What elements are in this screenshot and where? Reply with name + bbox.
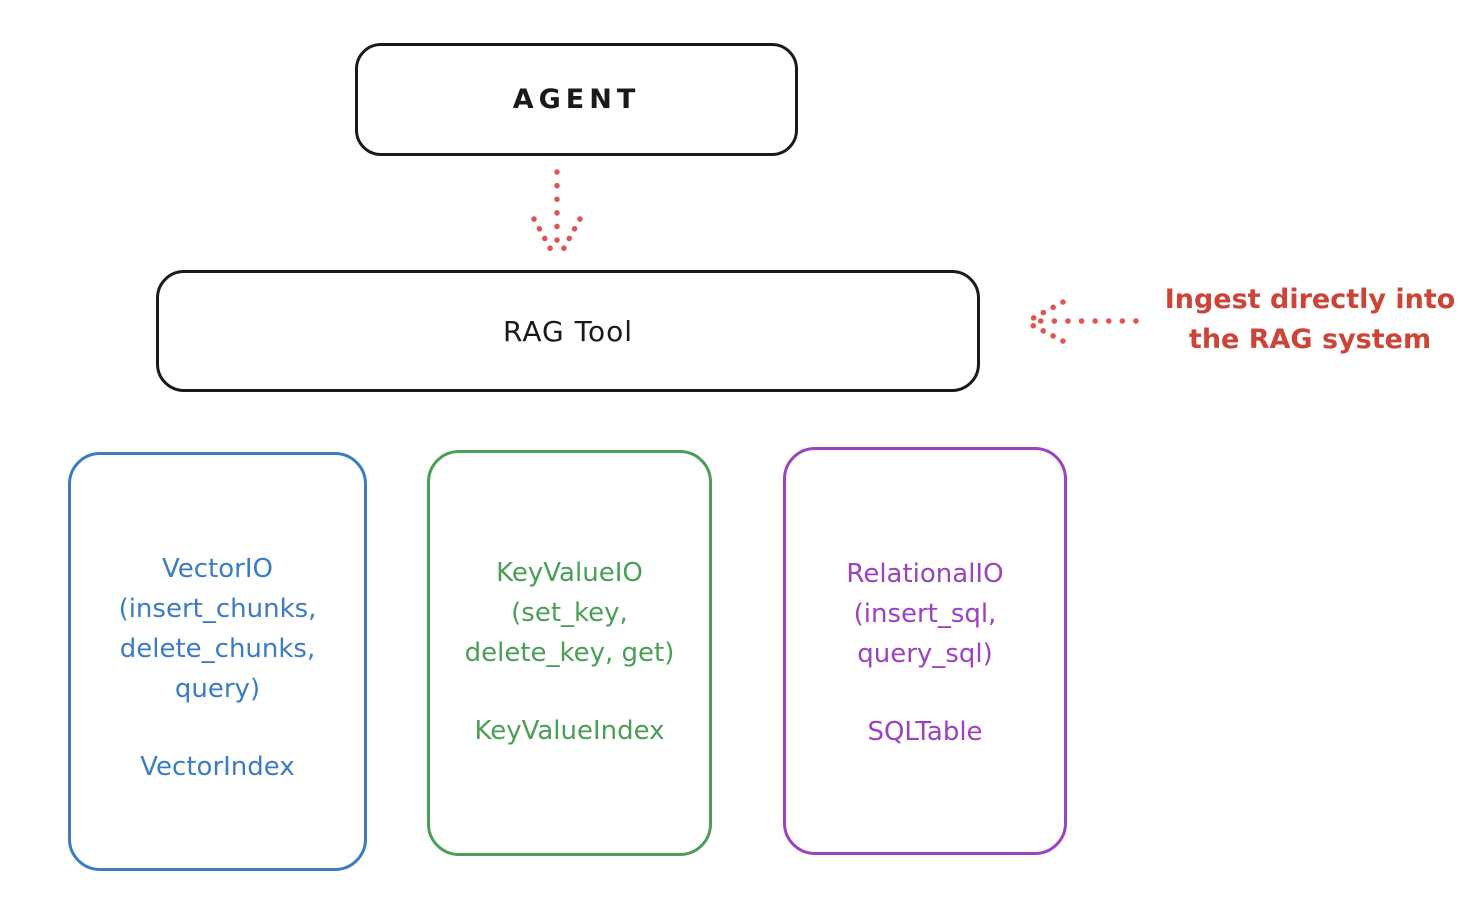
vector-io-method-line: query)	[174, 674, 261, 704]
vector-io-node: VectorIO (insert_chunks, delete_chunks, …	[68, 452, 367, 871]
key-value-io-method-line: (set_key,	[511, 598, 628, 628]
ingest-annotation-text: Ingest directly into the RAG system	[1138, 280, 1482, 360]
key-value-io-method-line: delete_key, get)	[464, 638, 675, 668]
rag-tool-node-label: RAG Tool	[503, 314, 633, 348]
vector-io-method-line: delete_chunks,	[119, 634, 316, 664]
agent-to-ragtool-arrow-icon	[531, 169, 583, 260]
key-value-io-title: KeyValueIO	[496, 558, 643, 588]
vector-io-footer: VectorIndex	[140, 752, 295, 782]
relational-io-node: RelationalIO (insert_sql, query_sql) SQL…	[783, 447, 1067, 855]
relational-io-title: RelationalIO	[846, 559, 1004, 589]
relational-io-footer: SQLTable	[867, 717, 983, 747]
agent-node: AGENT	[355, 43, 798, 156]
vector-io-method-line: (insert_chunks,	[118, 594, 317, 624]
rag-tool-node: RAG Tool	[156, 270, 980, 392]
key-value-io-node: KeyValueIO (set_key, delete_key, get) Ke…	[427, 450, 712, 856]
relational-io-method-line: query_sql)	[857, 639, 993, 669]
ingest-annotation-line2: the RAG system	[1188, 324, 1432, 355]
relational-io-method-line: (insert_sql,	[853, 599, 997, 629]
ingest-annotation-arrow-icon	[1023, 299, 1139, 344]
key-value-io-footer: KeyValueIndex	[474, 716, 665, 746]
ingest-annotation-line1: Ingest directly into	[1164, 284, 1456, 315]
agent-node-label: AGENT	[512, 84, 641, 115]
vector-io-title: VectorIO	[162, 554, 273, 584]
